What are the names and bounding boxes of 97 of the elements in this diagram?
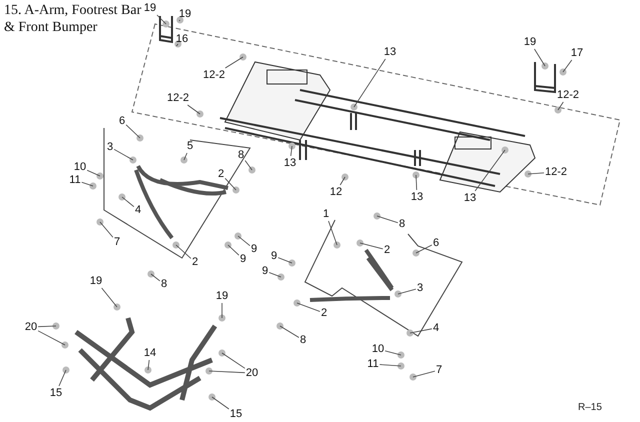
leader-line bbox=[224, 178, 236, 190]
leader-line bbox=[208, 370, 246, 374]
callout-number: 9 bbox=[262, 265, 268, 277]
callout-number: 19 bbox=[178, 8, 192, 20]
callout-number: 14 bbox=[144, 347, 156, 359]
leader-line bbox=[528, 172, 544, 174]
callout-number: 7 bbox=[436, 364, 442, 376]
callout-number: 6 bbox=[118, 115, 126, 127]
callout-number: 10 bbox=[372, 343, 384, 355]
leader-line bbox=[410, 328, 432, 334]
callout-number: 2 bbox=[218, 168, 224, 180]
callout-number: 4 bbox=[134, 204, 142, 216]
leader-line bbox=[384, 350, 402, 356]
callout-number: 8 bbox=[300, 334, 306, 346]
callout-number: 3 bbox=[106, 141, 114, 153]
callout-number: 12-2 bbox=[202, 69, 226, 81]
leader-line bbox=[562, 60, 572, 72]
callout-number: 4 bbox=[432, 322, 440, 334]
leader-line bbox=[187, 104, 200, 114]
leader-line bbox=[38, 326, 56, 328]
callout-number: 10 bbox=[74, 161, 86, 173]
leader-line bbox=[238, 236, 250, 246]
leader-line bbox=[360, 242, 384, 250]
callout-number: 13 bbox=[410, 191, 424, 203]
leader-line bbox=[296, 302, 320, 312]
leader-line bbox=[474, 150, 506, 192]
callout-number: 20 bbox=[24, 321, 38, 333]
leader-line bbox=[398, 288, 416, 294]
leader-line bbox=[224, 56, 244, 68]
leader-line bbox=[228, 244, 240, 256]
callout-number: 8 bbox=[238, 149, 244, 161]
leader-line bbox=[244, 160, 252, 170]
leader-line bbox=[176, 244, 192, 259]
callout-number: 15 bbox=[50, 387, 62, 399]
leader-line bbox=[376, 216, 398, 224]
callout-number: 9 bbox=[250, 243, 258, 255]
leader-line bbox=[416, 174, 418, 190]
leader-line bbox=[150, 274, 160, 282]
callout-number: 12-2 bbox=[556, 89, 580, 101]
leader-line bbox=[280, 326, 300, 338]
leader-line bbox=[328, 220, 338, 246]
callout-number: 9 bbox=[270, 250, 278, 262]
callout-number: 13 bbox=[384, 46, 396, 58]
leader-line bbox=[86, 170, 100, 176]
leader-line bbox=[148, 360, 150, 370]
callout-number: 5 bbox=[186, 140, 194, 152]
callout-number: 13 bbox=[284, 157, 296, 169]
leader-line bbox=[534, 48, 546, 66]
leader-line bbox=[212, 396, 230, 410]
callout-number: 9 bbox=[240, 253, 246, 265]
leader-line bbox=[100, 222, 114, 238]
callout-number: 8 bbox=[398, 218, 406, 230]
leader-line bbox=[81, 182, 94, 186]
leader-line bbox=[101, 288, 118, 308]
callout-number: 12-2 bbox=[544, 166, 568, 178]
leader-line bbox=[176, 44, 178, 46]
callout-number: 13 bbox=[464, 192, 476, 204]
diagram-title: 15. A-Arm, Footrest Bar & Front Bumper bbox=[4, 2, 142, 36]
callout-number: 3 bbox=[416, 282, 424, 294]
leader-line bbox=[38, 330, 66, 346]
leader-line bbox=[184, 152, 188, 160]
callout-number: 7 bbox=[114, 236, 120, 248]
leader-line bbox=[412, 370, 436, 378]
leader-line bbox=[558, 102, 564, 110]
callout-number: 2 bbox=[192, 256, 198, 268]
callout-number: 17 bbox=[570, 47, 584, 59]
leader-line bbox=[178, 20, 180, 22]
callout-number: 2 bbox=[384, 244, 390, 256]
leader-line bbox=[58, 370, 66, 386]
leader-line bbox=[290, 146, 292, 156]
leader-line bbox=[114, 148, 134, 160]
callout-number: 19 bbox=[524, 36, 536, 48]
callout-number: 15 bbox=[230, 408, 242, 420]
leader-line bbox=[268, 272, 282, 278]
leader-line bbox=[126, 124, 140, 138]
callout-number: 11 bbox=[69, 174, 81, 186]
page-code: R–15 bbox=[578, 402, 602, 413]
callout-number: 12-2 bbox=[166, 92, 190, 104]
callout-number: 6 bbox=[432, 237, 440, 249]
callout-number: 19 bbox=[144, 2, 156, 14]
leader-line bbox=[122, 196, 134, 208]
leader-line bbox=[156, 14, 166, 24]
leader-line bbox=[340, 176, 346, 186]
leader-line bbox=[379, 364, 402, 366]
callout-number: 12 bbox=[330, 186, 342, 198]
callout-number: 20 bbox=[246, 367, 258, 379]
leader-line bbox=[416, 244, 432, 254]
callout-number: 2 bbox=[320, 307, 328, 319]
leader-line bbox=[354, 58, 386, 108]
callout-number: 11 bbox=[367, 358, 379, 370]
callout-number: 19 bbox=[216, 290, 228, 302]
callout-number: 8 bbox=[160, 278, 168, 290]
leader-line bbox=[222, 352, 246, 369]
callout-number: 19 bbox=[90, 275, 102, 287]
callout-number: 1 bbox=[322, 208, 330, 220]
leader-line bbox=[278, 257, 292, 264]
callout-number: 16 bbox=[176, 33, 188, 45]
